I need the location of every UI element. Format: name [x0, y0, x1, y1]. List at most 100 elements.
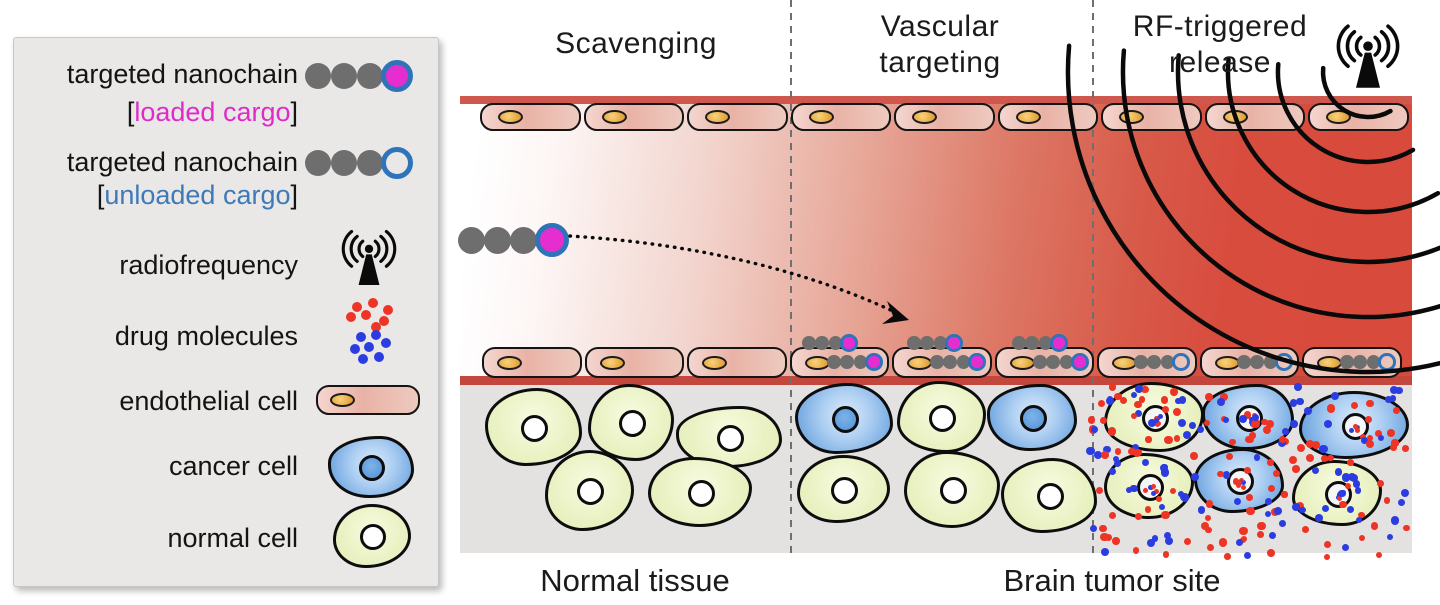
- legend-normal-cell-icon: [333, 504, 411, 568]
- normal-cell-nucleus: [577, 478, 604, 505]
- drug-molecule-dot: [1273, 470, 1281, 478]
- drug-molecule-dot: [1097, 399, 1106, 407]
- drug-molecule-dot: [1361, 437, 1369, 445]
- drug-molecule-dot: [1107, 427, 1117, 436]
- nanochain-dot: [1237, 355, 1251, 369]
- drug-molecule-dot: [1160, 463, 1168, 471]
- drug-molecule-dot: [1114, 448, 1122, 456]
- drug-molecule-dot: [1142, 488, 1148, 494]
- sublabel-text: unloaded cargo: [104, 180, 291, 210]
- drug-molecule-dot: [1374, 430, 1382, 437]
- endothelial-nucleus: [804, 355, 830, 370]
- drug-molecule-dot: [1233, 497, 1242, 505]
- drug-molecule-dot: [1099, 524, 1107, 532]
- drug-molecule-dot: [1264, 497, 1273, 506]
- drug-molecule-dot: [1352, 480, 1360, 488]
- legend-drug-molecule-dot: [356, 332, 366, 342]
- legend-label-cancer-cell: cancer cell: [168, 451, 298, 481]
- drug-molecule-dot: [1366, 399, 1374, 408]
- endothelial-cell: [482, 347, 582, 378]
- endothelial-nucleus: [912, 110, 937, 124]
- endothelial-cell: [584, 347, 684, 378]
- normal-cell: [904, 451, 1000, 528]
- drug-molecule-dot: [1291, 465, 1300, 473]
- endothelial-nucleus: [1326, 110, 1351, 124]
- nanochain-dot: [1025, 336, 1039, 350]
- drug-molecule-dot: [1094, 451, 1103, 460]
- nanochain-loaded-cargo: [945, 334, 963, 352]
- legend-drug-molecule-dot: [381, 338, 391, 348]
- section-title-scavenging: Scavenging: [460, 26, 812, 62]
- drug-molecule-dot: [1223, 417, 1230, 424]
- drug-molecule-dot: [1391, 516, 1400, 525]
- drug-molecule-dot: [1323, 553, 1331, 561]
- drug-molecule-dot: [1385, 396, 1393, 403]
- drug-molecule-dot: [1141, 458, 1149, 466]
- drug-molecule-dot: [1103, 445, 1111, 454]
- drug-molecule-dot: [1296, 397, 1304, 405]
- drug-molecule-dot: [1160, 395, 1169, 404]
- legend-endothelial-cell-icon: [316, 385, 420, 415]
- legend-label-unloaded-nanochain: targeted nanochain: [66, 147, 298, 177]
- drug-molecule-dot: [1154, 417, 1160, 423]
- drug-molecule-dot: [1138, 395, 1146, 403]
- drug-molecule-dot: [1161, 468, 1170, 477]
- drug-molecule-dot: [1306, 440, 1314, 449]
- drug-molecule-dot: [1164, 537, 1174, 546]
- drug-molecule-dot: [1277, 438, 1286, 448]
- nanochain-dot: [357, 63, 383, 89]
- drug-molecule-dot: [1158, 504, 1166, 511]
- drug-molecule-dot: [1352, 424, 1358, 430]
- drug-molecule-dot: [1339, 500, 1347, 509]
- drug-molecule-dot: [1338, 489, 1346, 498]
- drug-molecule-dot: [1134, 448, 1143, 457]
- legend-drug-molecule-dot: [374, 352, 384, 362]
- legend-drug-molecule-dot: [383, 305, 393, 315]
- drug-molecule-dot: [1178, 396, 1187, 404]
- drug-molecule-dot: [1184, 538, 1192, 546]
- sublabel-text: loaded cargo: [134, 97, 291, 127]
- drug-molecule-dot: [1370, 522, 1379, 531]
- normal-cell: [1001, 458, 1097, 533]
- cancer-cell-nucleus: [359, 455, 385, 481]
- bracket-open: [: [96, 180, 105, 210]
- nanochain-dot: [1038, 336, 1053, 350]
- endothelial-nucleus: [1015, 110, 1041, 124]
- normal-cell-nucleus: [360, 524, 386, 550]
- drug-molecule-dot: [1099, 417, 1107, 425]
- drug-molecule-dot: [1267, 548, 1276, 557]
- drug-molecule-dot: [1312, 440, 1321, 449]
- drug-molecule-dot: [1246, 435, 1255, 444]
- legend-drug-molecule-dot: [371, 322, 381, 332]
- nanochain-dot: [815, 336, 829, 350]
- drug-molecule-dot: [1147, 419, 1156, 427]
- normal-cell: [485, 388, 582, 466]
- drug-molecule-dot: [1134, 410, 1142, 418]
- drug-molecule-dot: [1100, 532, 1109, 542]
- drug-molecule-dot: [1173, 434, 1181, 442]
- drug-molecule-dot: [1125, 486, 1133, 494]
- drug-molecule-dot: [1355, 517, 1362, 524]
- normal-cell: [797, 455, 890, 523]
- drug-molecule-dot: [1341, 473, 1351, 482]
- nanochain-loaded-cargo: [381, 60, 413, 92]
- nanochain-dot: [943, 355, 957, 369]
- drug-molecule-dot: [1204, 514, 1211, 521]
- nanochain-dot: [933, 336, 948, 350]
- endothelial-nucleus: [1119, 110, 1144, 124]
- drug-molecule-dot: [1290, 420, 1298, 428]
- drug-molecule-dot: [1360, 433, 1367, 441]
- cancer-cell-nucleus: [831, 406, 859, 433]
- nanochain-unloaded-cargo: [1378, 353, 1396, 371]
- normal-cell: [588, 384, 674, 461]
- drug-molecule-dot: [1267, 459, 1275, 466]
- nanochain-loaded-cargo: [1050, 334, 1068, 352]
- drug-molecule-dot: [1144, 506, 1152, 514]
- drug-molecule-dot: [1101, 451, 1109, 459]
- drug-molecule-dot: [1249, 432, 1256, 439]
- drug-molecule-dot: [1239, 415, 1247, 423]
- drug-molecule-dot: [1301, 525, 1309, 533]
- normal-cell-nucleus: [618, 410, 646, 437]
- drug-molecule-dot: [1250, 420, 1258, 428]
- drug-molecule-dot: [1322, 504, 1330, 512]
